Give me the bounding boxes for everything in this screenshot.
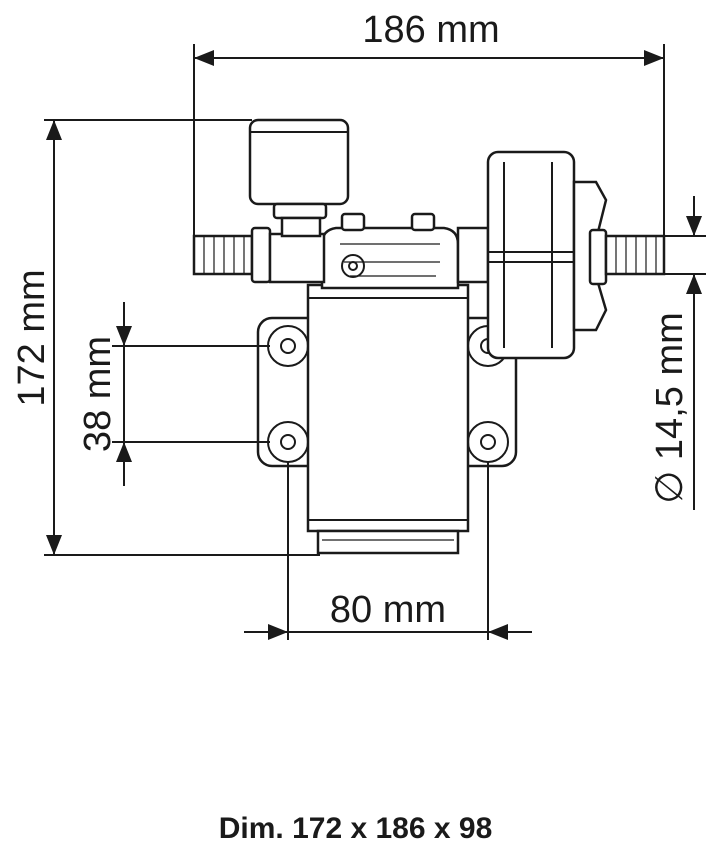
pump-illustration <box>192 118 666 555</box>
hose-diameter-dimension: ∅ 14,5 mm <box>649 196 706 510</box>
hose-diameter-dimension-label: ∅ 14,5 mm <box>649 312 691 503</box>
mount-vertical-dimension-label: 38 mm <box>77 336 119 452</box>
width-dimension-label: 186 mm <box>362 9 499 51</box>
mount-vertical-dimension: 38 mm <box>77 302 270 486</box>
height-dimension: 172 mm <box>11 119 320 556</box>
strainer-cap <box>248 118 350 238</box>
motor-body <box>306 283 470 555</box>
mount-horizontal-dimension: 80 mm <box>244 462 532 640</box>
outlet-fitting <box>456 150 608 360</box>
inlet-hose-barb <box>192 226 326 284</box>
outlet-hose-barb <box>604 234 666 276</box>
width-dimension: 186 mm <box>193 9 665 240</box>
height-dimension-label: 172 mm <box>11 269 53 406</box>
dimensions-caption: Dim. 172 x 186 x 98 <box>218 812 493 845</box>
pump-head <box>320 212 460 290</box>
mount-horizontal-dimension-label: 80 mm <box>330 589 446 631</box>
